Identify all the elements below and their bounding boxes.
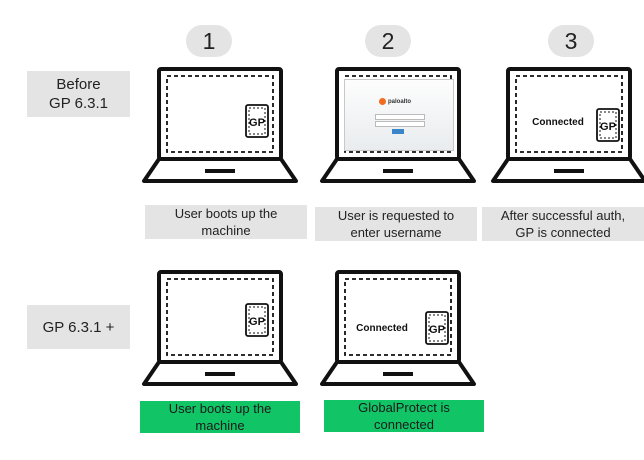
step-3-circle: 3 — [548, 25, 594, 57]
caption-before-step-2: User is requested to enter username — [315, 207, 477, 241]
laptop-after-step-2: Connected GP — [320, 270, 476, 386]
row-label-before: Before GP 6.3.1 — [27, 71, 130, 117]
step-1-circle: 1 — [186, 25, 232, 57]
gp-badge-icon: GP — [245, 303, 269, 337]
laptop-before-step-1: GP — [142, 67, 298, 183]
login-password-field[interactable] — [375, 121, 425, 127]
laptop-after-step-1: GP — [142, 270, 298, 386]
caption-before-step-1: User boots up the machine — [145, 205, 307, 239]
login-brand-text: paloalto — [388, 98, 412, 105]
connected-label: Connected — [532, 117, 584, 128]
step-2-circle: 2 — [365, 25, 411, 57]
caption-after-step-2: GlobalProtect is connected — [324, 400, 484, 432]
laptop-before-step-3: Connected GP — [491, 67, 644, 183]
gp-badge-icon: GP — [425, 311, 449, 345]
gp-badge-text: GP — [429, 324, 445, 336]
row-label-after: GP 6.3.1 + — [27, 305, 130, 349]
login-submit-button[interactable] — [392, 129, 404, 134]
login-brand-logo: paloalto — [379, 98, 411, 105]
paloalto-logo-icon — [379, 98, 386, 105]
login-username-field[interactable] — [375, 114, 425, 120]
caption-before-step-3: After successful auth, GP is connected — [482, 207, 644, 241]
gp-badge-icon: GP — [596, 108, 620, 142]
login-screen-window: paloalto — [344, 79, 454, 151]
connected-label: Connected — [356, 323, 408, 334]
gp-badge-text: GP — [249, 117, 265, 129]
caption-after-step-1: User boots up the machine — [140, 401, 300, 433]
gp-badge-icon: GP — [245, 104, 269, 138]
gp-badge-text: GP — [600, 121, 616, 133]
gp-badge-text: GP — [249, 316, 265, 328]
